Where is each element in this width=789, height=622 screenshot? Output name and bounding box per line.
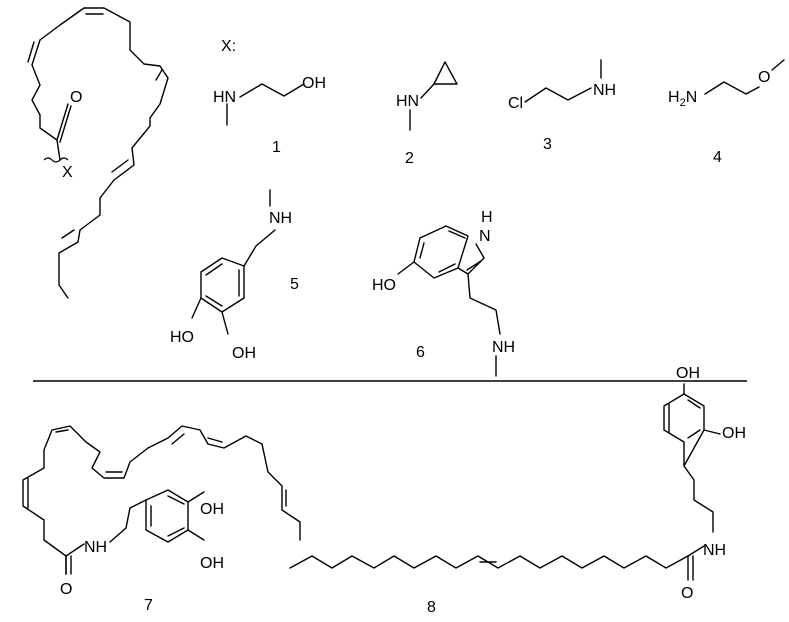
substituent-5-ho-label: HO bbox=[170, 329, 194, 346]
substituent-4-structure: H2N O bbox=[668, 59, 785, 109]
compound-number-7: 7 bbox=[144, 597, 153, 614]
compound-number-1: 1 bbox=[272, 139, 281, 156]
compound-8-amine-label: NH bbox=[703, 542, 726, 559]
compound-7-oh-upper-label: OH bbox=[200, 501, 224, 518]
substituent-4-amine-label: H2N bbox=[668, 89, 697, 109]
compound-number-2: 2 bbox=[405, 150, 414, 167]
substituent-5-amine-label: NH bbox=[269, 210, 292, 227]
compound-number-8: 8 bbox=[427, 599, 436, 616]
substituent-5-structure: NH HO OH bbox=[170, 189, 292, 362]
substituent-3-chloro-label: Cl bbox=[508, 95, 523, 112]
compound-number-5: 5 bbox=[290, 276, 299, 293]
compound-8-oh-upper-label: OH bbox=[676, 365, 700, 382]
substituent-5-oh-label: OH bbox=[232, 345, 256, 362]
compound-number-6: 6 bbox=[416, 344, 425, 361]
substituent-2-structure: HN bbox=[396, 61, 458, 131]
compound-8-oxygen-label: O bbox=[681, 585, 693, 602]
compound-7-amine-label: NH bbox=[84, 539, 107, 556]
x-legend-label: X: bbox=[221, 38, 236, 55]
compound-number-3: 3 bbox=[543, 136, 552, 153]
substituent-6-amine-label: NH bbox=[492, 339, 515, 356]
compound-8-oh-side-label: OH bbox=[722, 425, 746, 442]
substituent-1-hydroxyl-label: OH bbox=[302, 75, 326, 92]
substituent-4-oxygen-label: O bbox=[758, 69, 770, 86]
substituent-1-amine-label: HN bbox=[213, 89, 236, 106]
compound-7-structure: O NH OH OH bbox=[22, 425, 301, 598]
x-group-label: X bbox=[62, 164, 73, 181]
substituent-6-ho-label: HO bbox=[372, 277, 396, 294]
compound-8-structure: O NH OH OH bbox=[289, 365, 746, 602]
substituent-6-indole-h-label: H bbox=[481, 209, 493, 226]
substituent-3-structure: Cl NH bbox=[508, 59, 616, 112]
carbonyl-oxygen-label: O bbox=[70, 89, 82, 106]
compound-7-oxygen-label: O bbox=[60, 581, 72, 598]
substituent-6-structure: H N HO NH bbox=[372, 209, 515, 377]
compound-7-oh-lower-label: OH bbox=[200, 555, 224, 572]
substituent-3-amine-label: NH bbox=[593, 82, 616, 99]
compound-number-4: 4 bbox=[713, 149, 722, 166]
substituent-1-structure: HN OH bbox=[213, 75, 326, 126]
acyl-chain-structure: O X bbox=[27, 7, 169, 299]
substituent-2-amine-label: HN bbox=[396, 93, 419, 110]
substituent-6-indole-n-label: N bbox=[479, 228, 491, 245]
